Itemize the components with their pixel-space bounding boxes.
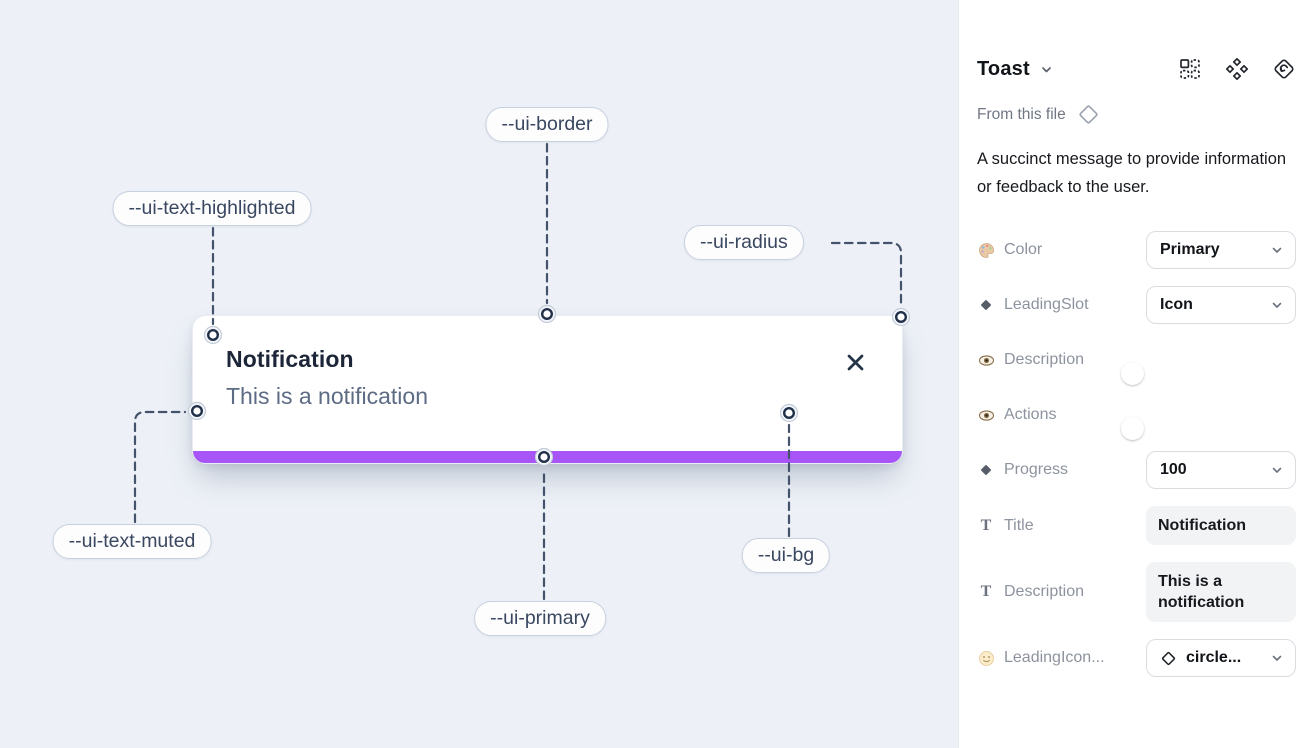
prop-row-progress: Progress 100: [977, 451, 1296, 489]
return-to-component-icon[interactable]: [1272, 57, 1296, 81]
annotation-label: --ui-text-muted: [68, 530, 196, 552]
annotation-pill-ui-primary[interactable]: --ui-primary: [474, 601, 606, 636]
canvas: Notification This is a notification --ui…: [0, 0, 958, 748]
variants-icon[interactable]: [1225, 57, 1249, 81]
toast-progress-bar: [193, 451, 902, 463]
annotation-label: --ui-border: [501, 113, 593, 135]
annotation-pill-ui-text-muted[interactable]: --ui-text-muted: [52, 524, 212, 559]
toggle-knob: [1121, 417, 1144, 440]
diamond-outline-icon: [1076, 102, 1101, 127]
prop-label: LeadingSlot: [1004, 296, 1089, 313]
title-field[interactable]: Notification: [1146, 506, 1296, 545]
component-description: A succinct message to provide informatio…: [977, 150, 1287, 196]
leadingicon-select[interactable]: circle...: [1146, 639, 1296, 677]
connector-ui-radius: [830, 241, 903, 308]
properties-panel: Toast: [958, 0, 1312, 748]
prop-label: Progress: [1004, 461, 1069, 478]
palette-icon: [977, 242, 995, 259]
chevron-down-icon: [1271, 299, 1283, 311]
prop-label: Actions: [1004, 406, 1057, 423]
prop-label: Color: [1004, 241, 1043, 258]
select-value: Primary: [1160, 241, 1220, 258]
prop-row-description-text: T Description This is a notification: [977, 562, 1296, 622]
title-chevron-down-icon[interactable]: [1040, 63, 1053, 76]
annotation-label: --ui-bg: [757, 544, 815, 566]
chevron-down-icon: [1271, 652, 1283, 664]
toast-description: This is a notification: [226, 383, 428, 409]
description-field[interactable]: This is a notification: [1146, 562, 1296, 622]
progress-select[interactable]: 100: [1146, 451, 1296, 489]
connector-ui-text-muted: [133, 410, 187, 524]
eye-icon: [977, 407, 995, 424]
toast-component[interactable]: Notification This is a notification: [192, 315, 903, 464]
diamond-icon: [977, 298, 995, 312]
annotation-label: --ui-text-highlighted: [128, 197, 296, 219]
leadingslot-select[interactable]: Icon: [1146, 286, 1296, 324]
prop-row-leadingslot: LeadingSlot Icon: [977, 286, 1296, 324]
prop-row-color: Color Primary: [977, 231, 1296, 269]
prop-row-leadingicon: LeadingIcon... circle...: [977, 639, 1296, 677]
diamond-outline-icon: [1160, 650, 1177, 667]
close-icon: [847, 354, 863, 370]
select-value: circle...: [1186, 649, 1242, 666]
toast-title: Notification: [226, 346, 354, 372]
text-icon: T: [980, 583, 992, 600]
instance-swap-icon[interactable]: [1178, 57, 1202, 81]
select-value: Icon: [1160, 296, 1193, 313]
diamond-icon: [977, 463, 995, 477]
prop-label: Title: [1004, 516, 1034, 534]
eye-icon: [977, 352, 995, 369]
prop-label: Description: [1004, 583, 1085, 600]
chevron-down-icon: [1271, 464, 1283, 476]
annotation-label: --ui-primary: [490, 607, 590, 629]
chevron-down-icon: [1271, 244, 1283, 256]
annotation-pill-ui-text-highlighted[interactable]: --ui-text-highlighted: [112, 191, 312, 226]
source-label: From this file: [977, 105, 1066, 123]
toggle-knob: [1121, 362, 1144, 385]
prop-row-title: T Title Notification: [977, 506, 1296, 545]
text-icon: T: [980, 516, 992, 534]
annotation-pill-ui-bg[interactable]: --ui-bg: [741, 538, 831, 573]
prop-row-description: Description: [977, 341, 1296, 385]
prop-label: LeadingIcon...: [1004, 649, 1105, 666]
color-select[interactable]: Primary: [1146, 231, 1296, 269]
component-title: Toast: [977, 57, 1030, 80]
select-value: 100: [1160, 461, 1187, 478]
prop-label: Description: [1004, 351, 1085, 368]
prop-row-actions: Actions: [977, 396, 1296, 440]
smiley-icon: [977, 650, 995, 667]
toast-close-button[interactable]: [842, 349, 868, 375]
annotation-pill-ui-radius[interactable]: --ui-radius: [684, 225, 804, 260]
annotation-pill-ui-border[interactable]: --ui-border: [485, 107, 609, 142]
annotation-label: --ui-radius: [700, 231, 788, 253]
